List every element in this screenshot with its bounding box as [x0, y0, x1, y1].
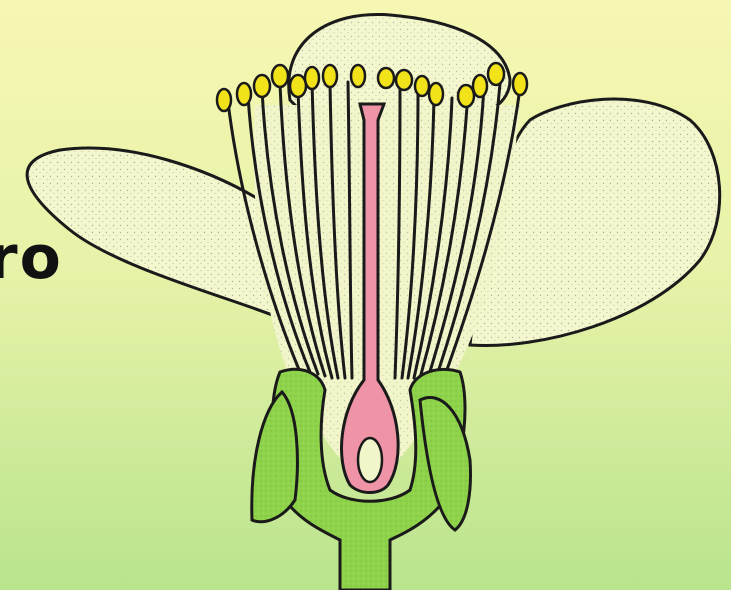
anther — [458, 85, 474, 107]
anther — [254, 75, 270, 97]
left-sepal — [252, 392, 298, 522]
anther — [272, 65, 288, 87]
anther — [396, 70, 412, 90]
anther — [290, 75, 306, 97]
anther — [351, 65, 365, 87]
anther — [378, 68, 394, 88]
ovary-cavity — [358, 438, 382, 482]
left-petal — [27, 148, 290, 322]
anther — [415, 76, 429, 96]
anther — [513, 73, 527, 95]
anther — [237, 83, 251, 105]
anther — [217, 89, 231, 111]
anther — [488, 63, 504, 85]
anther — [305, 67, 319, 89]
anther — [473, 75, 487, 97]
anther — [323, 65, 337, 87]
anther — [429, 83, 443, 105]
